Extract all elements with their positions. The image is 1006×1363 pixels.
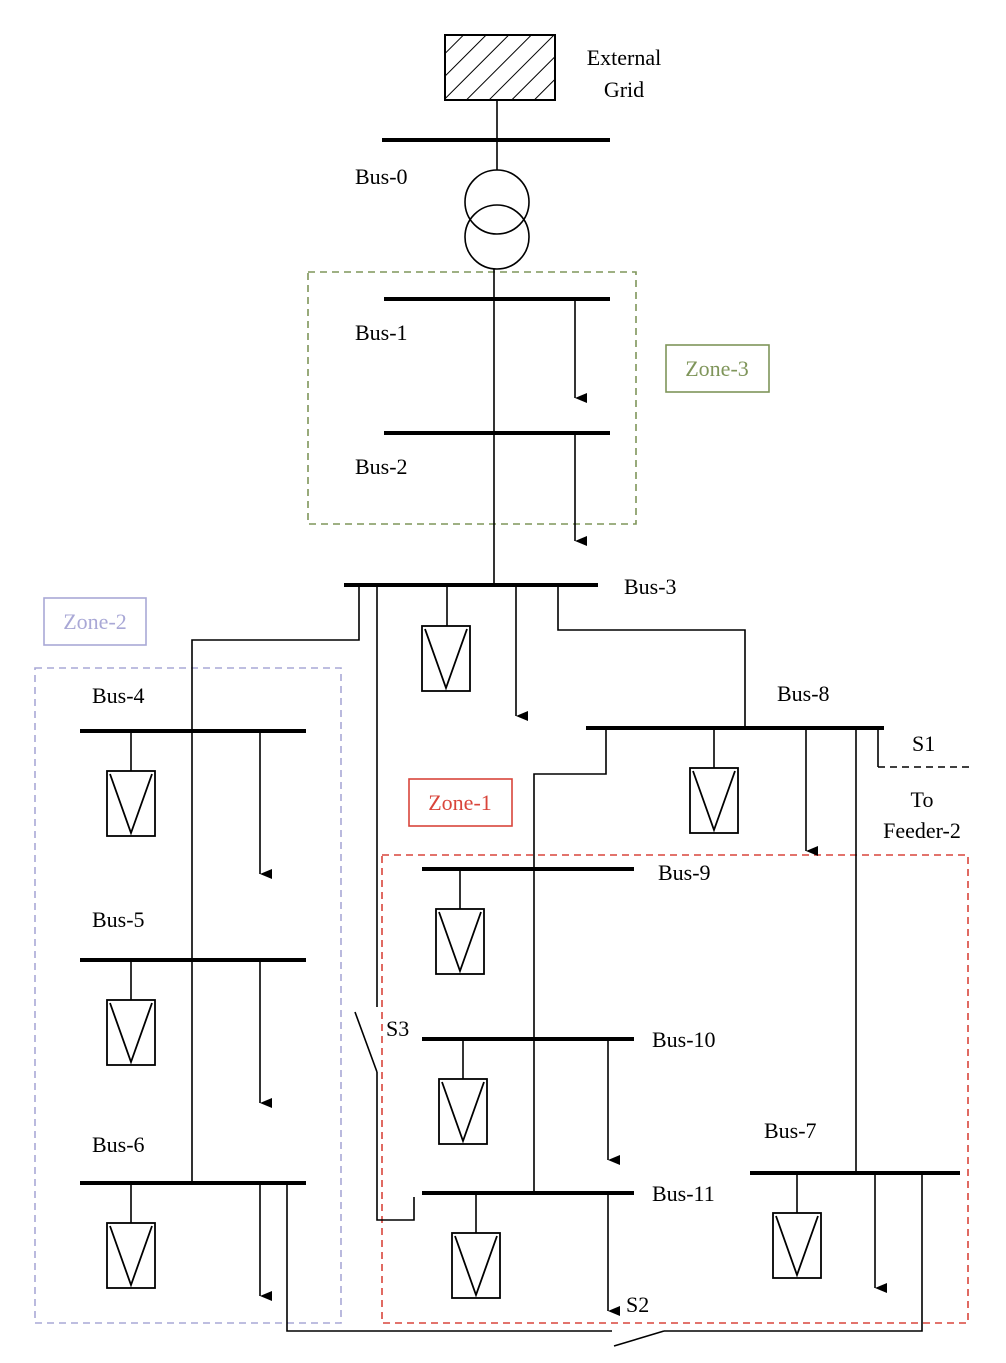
feeder-2-label-line-1: To	[911, 787, 934, 812]
bus-4-label: Bus-4	[92, 683, 145, 708]
zone-2-label: Zone-2	[63, 609, 127, 634]
zones: Zone-3 Zone-2 Zone-1	[34, 271, 969, 1324]
bus-6-label: Bus-6	[92, 1132, 145, 1157]
external-grid-label-2: Grid	[604, 77, 644, 102]
bus-1-label: Bus-1	[355, 320, 408, 345]
zone-3-label-box	[665, 344, 770, 393]
pv-panel-icon	[421, 625, 471, 692]
zone-2-boundary	[34, 667, 342, 1324]
zone-1-boundary	[381, 854, 969, 1324]
bus-0-label: Bus-0	[355, 164, 408, 189]
transformer-icon	[464, 169, 530, 270]
switch-s3-blade	[354, 1011, 378, 1073]
zone-3-label: Zone-3	[685, 356, 749, 381]
s3-to-bus11-line	[376, 1072, 415, 1221]
switch-s2-label: S2	[626, 1292, 649, 1317]
switch-s1-label: S1	[912, 731, 935, 756]
external-grid: External Grid	[444, 34, 662, 102]
external-grid-label-1: External	[587, 45, 662, 70]
zone-3-boundary	[307, 271, 637, 525]
feeder-bus3-to-bus8	[557, 585, 746, 728]
feeder-2-label-line-2: Feeder-2	[883, 818, 961, 843]
switch-s2-blade	[613, 1330, 665, 1347]
feeder-bus3-to-bus6	[191, 585, 360, 1183]
feeder-bus8-to-bus11	[533, 728, 607, 1193]
pv-panel-icon	[106, 999, 156, 1066]
bus-11-label: Bus-11	[652, 1181, 715, 1206]
bus-7-label: Bus-7	[764, 1118, 817, 1143]
bus-2-label: Bus-2	[355, 454, 408, 479]
pv-panel-icon	[772, 1212, 822, 1279]
pv-panel-icon	[106, 770, 156, 837]
bus-5-label: Bus-5	[92, 907, 145, 932]
bus-9-label: Bus-9	[658, 860, 711, 885]
pv-panel-icon	[438, 1078, 488, 1145]
zone-1-label-box	[408, 778, 513, 827]
bus-3-label: Bus-3	[624, 574, 677, 599]
zone-1-label: Zone-1	[428, 790, 492, 815]
bus-8-label: Bus-8	[777, 681, 830, 706]
switch-s3-label: S3	[386, 1016, 409, 1041]
pv-panel-icon	[435, 908, 485, 975]
pv-panel-icon	[106, 1222, 156, 1289]
tie-line-bus6-s2	[286, 1183, 612, 1332]
pv-panel-icon	[689, 767, 739, 834]
tie-line-s2-bus7	[664, 1175, 923, 1332]
hatched-box-icon	[444, 34, 556, 101]
zone-2-label-box	[43, 597, 147, 646]
bus-10-label: Bus-10	[652, 1027, 716, 1052]
pv-panel-icon	[451, 1232, 501, 1299]
